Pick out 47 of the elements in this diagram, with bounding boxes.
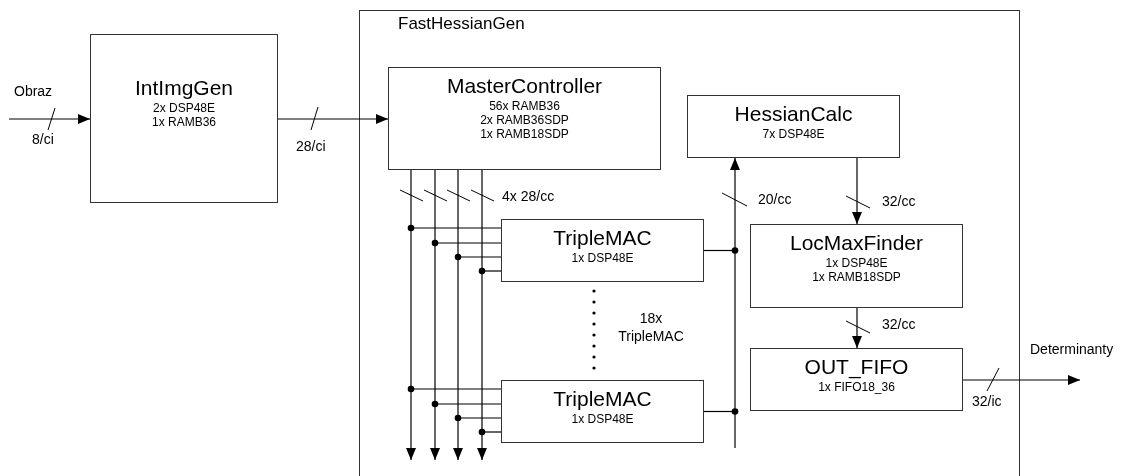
resource-count: 56x RAMB36 bbox=[489, 99, 560, 113]
connector bbox=[8, 114, 91, 124]
block-title: TripleMAC bbox=[553, 386, 652, 412]
resource-count: 7x DSP48E bbox=[762, 127, 825, 141]
connector bbox=[406, 169, 416, 461]
resource-count: 1x DSP48E bbox=[571, 251, 634, 265]
resource-count: 1x RAMB36 bbox=[152, 115, 216, 129]
resource-count: 1x RAMB18SDP bbox=[812, 270, 901, 284]
block-box bbox=[750, 224, 963, 308]
edge-label: 32/cc bbox=[882, 193, 916, 210]
block-box bbox=[501, 219, 704, 282]
connector bbox=[430, 169, 440, 461]
resource-count: 1x DSP48E bbox=[571, 412, 634, 426]
resource-count: 2x RAMB36SDP bbox=[480, 113, 569, 127]
block-box bbox=[388, 67, 661, 170]
block-title: TripleMAC bbox=[553, 225, 652, 251]
connector bbox=[277, 114, 389, 124]
signal-name: Determinanty bbox=[1030, 340, 1115, 358]
block-title: IntImgGen bbox=[134, 75, 234, 101]
edge-label: 32/ic bbox=[972, 393, 1002, 410]
resource-count: 1x DSP48E bbox=[825, 256, 888, 270]
resource-count: 1x RAMB18SDP bbox=[480, 127, 569, 141]
connector bbox=[730, 157, 740, 449]
connector bbox=[852, 157, 862, 225]
replication-note: 18x TripleMAC bbox=[617, 309, 685, 345]
connector bbox=[477, 169, 487, 461]
edge-label: 28/ci bbox=[296, 138, 326, 155]
module-title: FastHessianGen bbox=[398, 14, 525, 34]
resource-count: 1x FIFO18_36 bbox=[818, 380, 895, 394]
block-title: LocMaxFinder bbox=[789, 230, 924, 256]
block-title: OUT_FIFO bbox=[804, 354, 909, 380]
connector bbox=[852, 307, 862, 349]
connector bbox=[453, 169, 463, 461]
edge-label: 4x 28/cc bbox=[502, 188, 555, 205]
edge-label: 8/ci bbox=[32, 131, 54, 148]
block-box bbox=[750, 348, 963, 411]
block-box bbox=[501, 380, 704, 443]
edge-label: 20/cc bbox=[758, 191, 792, 208]
module-frame bbox=[359, 10, 1020, 476]
signal-name: Obraz bbox=[14, 82, 54, 100]
block-title: MasterController bbox=[446, 73, 603, 99]
block-box bbox=[687, 95, 900, 158]
resource-count: 2x DSP48E bbox=[152, 101, 215, 115]
block-title: HessianCalc bbox=[734, 101, 853, 127]
connector bbox=[962, 375, 1081, 385]
edge-label: 32/cc bbox=[882, 316, 916, 333]
block-box bbox=[90, 34, 278, 203]
